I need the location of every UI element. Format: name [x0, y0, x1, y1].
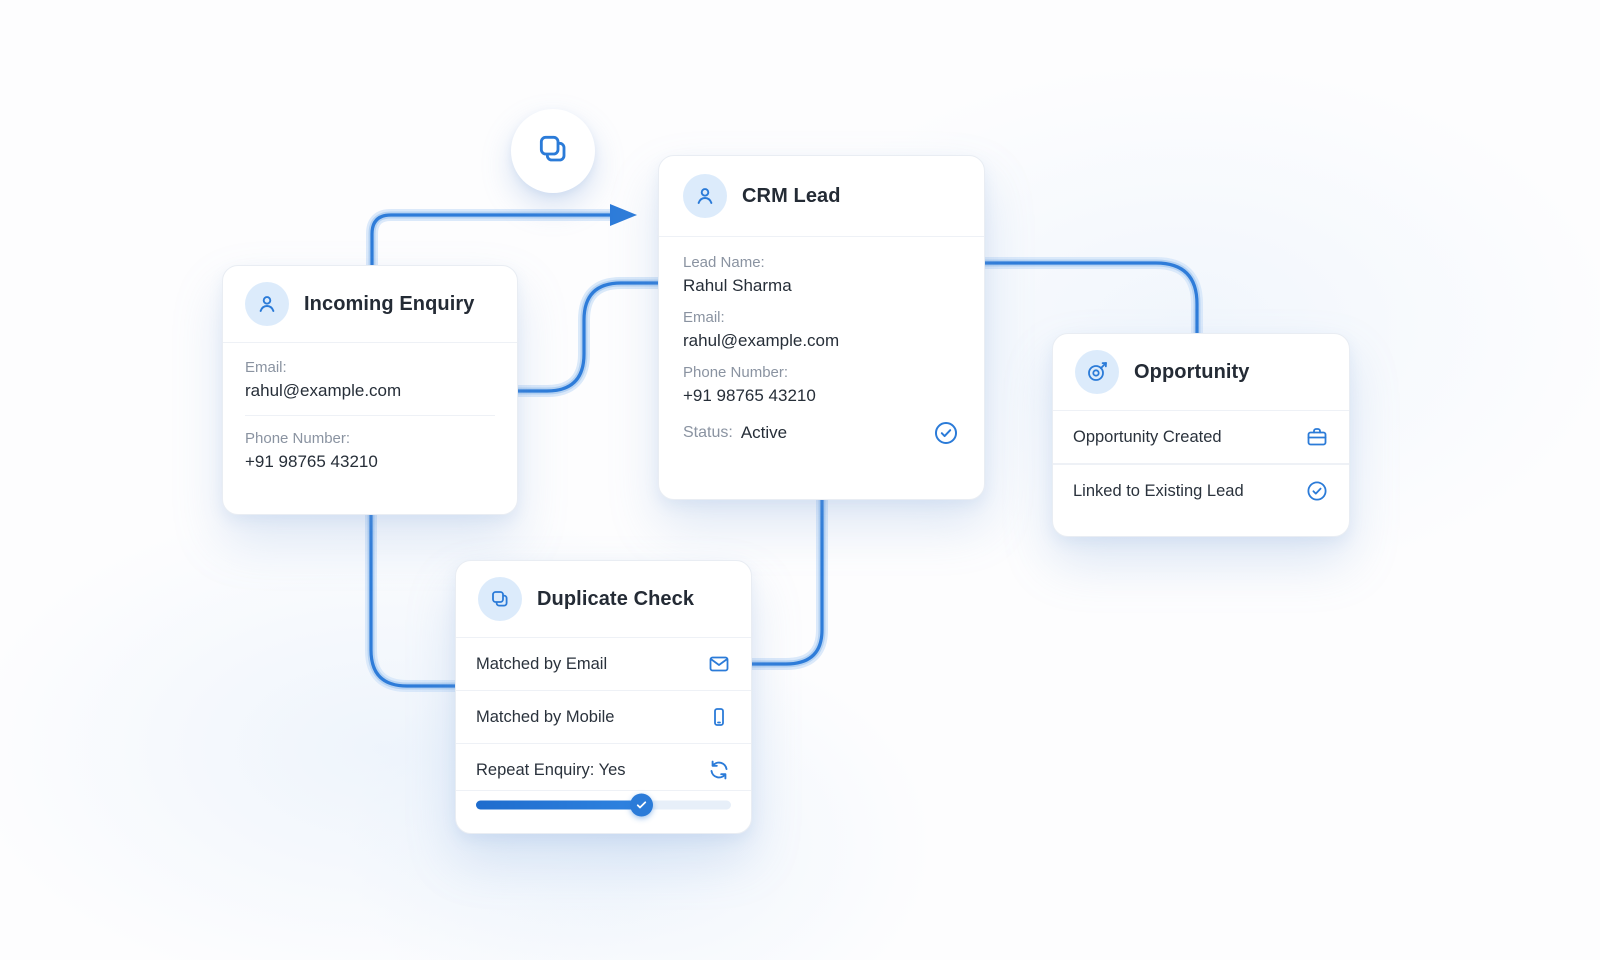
- crm-lead-header: CRM Lead: [659, 156, 984, 237]
- field-value: Rahul Sharma: [683, 276, 792, 295]
- email-field-group: Email: rahul@example.com: [683, 309, 960, 351]
- linked-lead-row: Linked to Existing Lead: [1053, 464, 1349, 517]
- crm-lead-body: Lead Name: Rahul Sharma Email: rahul@exa…: [659, 237, 984, 467]
- field-value: rahul@example.com: [245, 381, 402, 400]
- check-circle-icon: [932, 419, 960, 447]
- incoming-enquiry-header: Incoming Enquiry: [223, 266, 517, 343]
- matched-mobile-row: Matched by Mobile: [456, 691, 751, 744]
- card-title: Incoming Enquiry: [304, 292, 475, 315]
- field-value: rahul@example.com: [683, 331, 840, 350]
- duplicate-check-header: Duplicate Check: [456, 561, 751, 638]
- field-label: Phone Number:: [245, 430, 351, 447]
- person-icon: [683, 174, 727, 218]
- incoming-enquiry-card: Incoming Enquiry Email: rahul@example.co…: [222, 265, 518, 515]
- duplicate-check-card: Duplicate Check Matched by Email Matched…: [455, 560, 752, 834]
- status-label: Status:: [683, 424, 733, 441]
- field-label: Email:: [683, 309, 725, 326]
- duplicate-icon: [478, 577, 522, 621]
- duplicate-flow-badge: [511, 109, 595, 193]
- phone-field-group: Phone Number: +91 98765 43210: [683, 364, 960, 406]
- row-label: Repeat Enquiry: Yes: [476, 760, 626, 779]
- field-label: Phone Number:: [683, 364, 789, 381]
- row-label: Opportunity Created: [1073, 427, 1222, 446]
- card-title: Duplicate Check: [537, 587, 695, 610]
- divider: [245, 415, 495, 416]
- target-icon: [1075, 350, 1119, 394]
- duplicate-progress-fill: [476, 800, 642, 810]
- refresh-icon: [707, 758, 731, 782]
- field-label: Lead Name:: [683, 254, 765, 271]
- duplicate-icon: [533, 129, 573, 174]
- arrowhead: [610, 204, 637, 226]
- field-value: +91 98765 43210: [245, 452, 378, 471]
- repeat-enquiry-row: Repeat Enquiry: Yes: [456, 744, 751, 791]
- mail-icon: [707, 652, 731, 676]
- person-icon: [245, 282, 289, 326]
- status-row: Status: Active: [683, 419, 960, 447]
- email-field-group: Email: rahul@example.com: [245, 359, 495, 401]
- row-label: Matched by Email: [476, 654, 608, 673]
- opportunity-created-row: Opportunity Created: [1053, 411, 1349, 464]
- duplicate-progress-knob: [630, 793, 654, 817]
- row-label: Matched by Mobile: [476, 707, 615, 726]
- duplicate-progress-bar: [476, 793, 731, 817]
- incoming-enquiry-body: Email: rahul@example.com Phone Number: +…: [223, 343, 517, 490]
- check-circle-icon: [1305, 479, 1329, 503]
- matched-email-row: Matched by Email: [456, 638, 751, 691]
- card-title: CRM Lead: [742, 184, 841, 207]
- mobile-icon: [707, 705, 731, 729]
- briefcase-icon: [1305, 425, 1329, 449]
- row-label: Linked to Existing Lead: [1073, 481, 1244, 500]
- lead-name-field-group: Lead Name: Rahul Sharma: [683, 254, 960, 296]
- card-title: Opportunity: [1134, 360, 1250, 383]
- field-value: +91 98765 43210: [683, 386, 816, 405]
- crm-lead-card: CRM Lead Lead Name: Rahul Sharma Email: …: [658, 155, 985, 500]
- field-label: Email:: [245, 359, 287, 376]
- opportunity-header: Opportunity: [1053, 334, 1349, 411]
- phone-field-group: Phone Number: +91 98765 43210: [245, 430, 495, 472]
- status-badge: Active: [740, 423, 788, 442]
- opportunity-card: Opportunity Opportunity Created Linked t…: [1052, 333, 1350, 537]
